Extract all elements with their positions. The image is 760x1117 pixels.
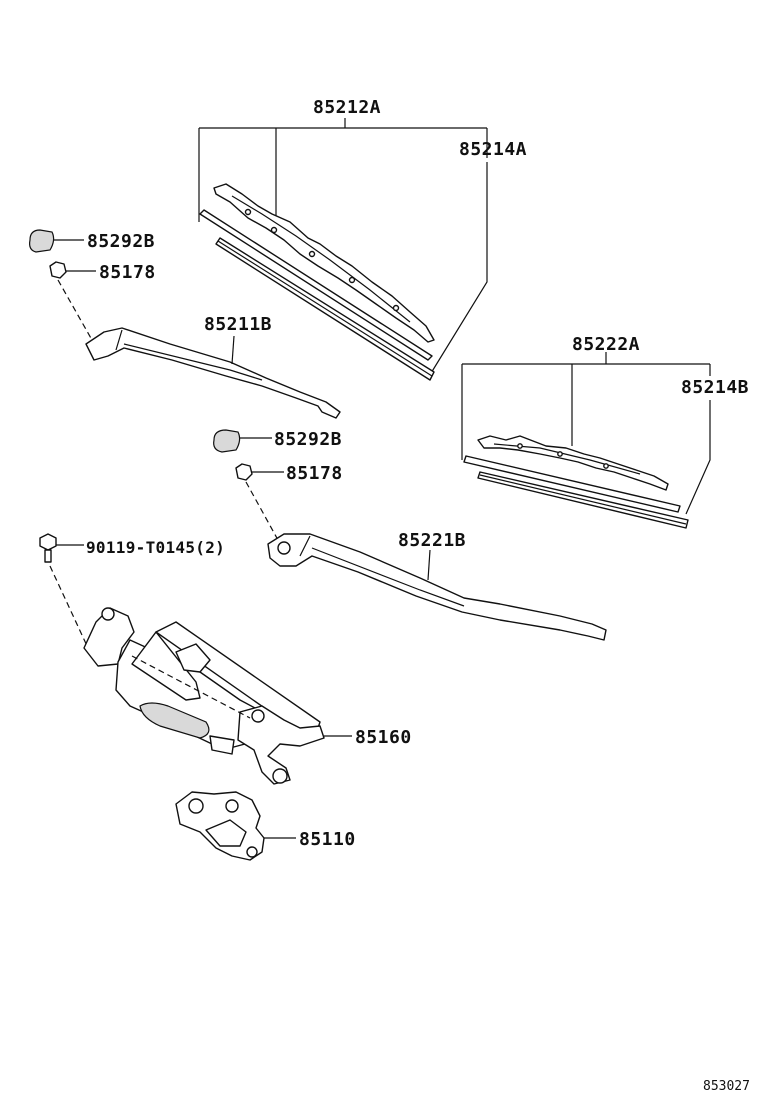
wiper-arm-cover-left[interactable] [29,229,84,253]
wiper-arm-85221B[interactable] [267,533,607,641]
bolt-90119[interactable] [39,533,89,649]
label-bolt-90119: 90119-T0145(2) [86,538,225,557]
wiper-link-assembly[interactable] [83,607,352,785]
label-85178-right: 85178 [286,463,343,484]
wiper-motor[interactable] [175,791,296,861]
label-85211B: 85211B [204,314,272,335]
rear-wiper-blade-assembly[interactable] [461,352,711,529]
label-85292B-right: 85292B [274,429,342,450]
label-85222A: 85222A [572,334,640,355]
wiper-arm-nut-left[interactable] [49,261,96,341]
label-85292B-left: 85292B [87,231,155,252]
label-85214B: 85214B [681,377,749,398]
label-85160: 85160 [355,727,412,748]
wiper-arm-85211B[interactable] [85,327,341,419]
label-85178-left: 85178 [99,262,156,283]
label-85214A: 85214A [459,139,527,160]
label-85212A: 85212A [313,97,381,118]
wiper-arm-nut-right[interactable] [235,463,284,541]
diagram-code: 853027 [703,1079,750,1094]
wiper-arm-cover-right[interactable] [213,429,272,453]
front-wiper-blade-assembly[interactable] [198,118,488,381]
label-85221B: 85221B [398,530,466,551]
label-85110: 85110 [299,829,356,850]
